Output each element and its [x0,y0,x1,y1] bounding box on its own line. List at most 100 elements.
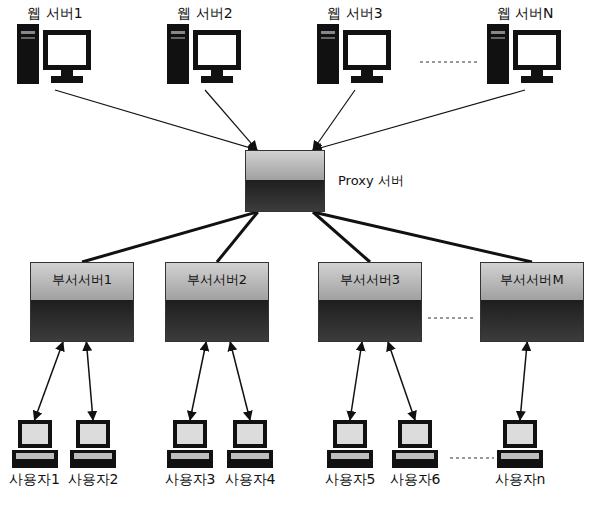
node-text: 부서서버3 [319,263,421,288]
connector [350,342,362,420]
server-computer-icon [15,22,95,86]
icon-part [70,450,116,468]
icon-part [518,35,556,65]
connector [230,342,250,420]
proxy-server-box: Proxy 서버 [245,150,325,212]
terminal-icon [495,420,545,470]
connector [217,212,258,262]
icon-part [227,450,273,468]
icon-part [233,420,267,448]
connector [313,90,525,150]
node-text: 사용자3 [159,470,222,488]
connector [520,342,527,420]
node-label: 부서서버M [500,272,563,288]
user-terminal: 사용자5 [319,420,382,492]
user-terminal: 사용자3 [159,420,222,492]
icon-part [321,31,335,34]
icon-part [491,37,505,39]
node-label: 사용자1 [9,470,60,488]
node-text: 웹 서버3 [305,4,405,22]
department-server-box: 부서서버3 [318,262,422,342]
icon-part [167,24,189,84]
node-label: 웹 서버N [497,4,554,22]
connector [82,212,257,262]
terminal-icon [325,420,375,470]
icon-part [48,35,86,65]
user-terminal: 사용자2 [62,420,125,492]
terminal-icon [10,420,60,470]
icon-part [171,453,209,459]
icon-part [21,37,35,39]
icon-part [74,453,112,459]
icon-part [501,453,539,459]
icon-part [18,420,52,448]
icon-part [231,453,269,459]
icon-part [521,76,553,83]
node-text: 부서서버M [481,263,583,288]
icon-part [396,453,434,459]
icon-part [507,424,533,444]
icon-part [51,76,83,83]
icon-part [317,24,339,84]
icon-part [198,35,236,65]
web-server: 웹 서버1 [5,4,105,90]
icon-part [76,420,110,448]
icon-part [12,450,58,468]
icon-part [333,420,367,448]
connector [86,342,93,420]
connector [55,90,257,150]
node-text: 웹 서버1 [5,4,105,22]
web-server: 웹 서버2 [155,4,255,90]
user-terminal: 사용자6 [384,420,447,492]
connector [388,342,415,420]
server-computer-icon [165,22,245,86]
icon-part [491,31,505,34]
terminal-icon [165,420,215,470]
icon-part [17,24,39,84]
node-label: 사용자2 [68,470,119,488]
node-label: 웹 서버1 [27,4,82,22]
icon-part [331,453,369,459]
node-label: Proxy 서버 [338,173,404,189]
icon-part [22,424,48,444]
node-text: 웹 서버N [475,4,575,22]
ellipsis-dash [428,318,474,319]
icon-part [61,70,73,76]
icon-part [361,70,373,76]
icon-part [237,424,263,444]
icon-part [398,420,432,448]
terminal-icon [68,420,118,470]
node-text: 사용자2 [62,470,125,488]
node-text: 웹 서버2 [155,4,255,22]
icon-part [402,424,428,444]
node-label: 부서서버3 [340,272,400,288]
icon-part [43,30,91,70]
icon-part [392,450,438,468]
icon-part [348,35,386,65]
connector [35,342,64,420]
icon-part [201,76,233,83]
node-text: 사용자n [489,470,552,488]
node-text: 사용자4 [219,470,282,488]
node-label: 사용자4 [225,470,276,488]
user-terminal: 사용자1 [3,420,66,492]
icon-part [16,453,54,459]
icon-part [351,76,383,83]
icon-part [167,450,213,468]
node-text: 사용자5 [319,470,382,488]
icon-part [497,450,543,468]
node-label: 사용자3 [165,470,216,488]
icon-part [531,70,543,76]
user-terminal: 사용자4 [219,420,282,492]
icon-part [193,30,241,70]
icon-part [171,37,185,39]
icon-part [21,31,35,34]
node-label: 웹 서버2 [177,4,232,22]
node-label: 부서서버2 [187,272,247,288]
node-label: 부서서버1 [52,272,112,288]
node-text: 사용자1 [3,470,66,488]
node-label: 웹 서버3 [327,4,382,22]
icon-part [513,30,561,70]
department-server-box: 부서서버M [480,262,584,342]
